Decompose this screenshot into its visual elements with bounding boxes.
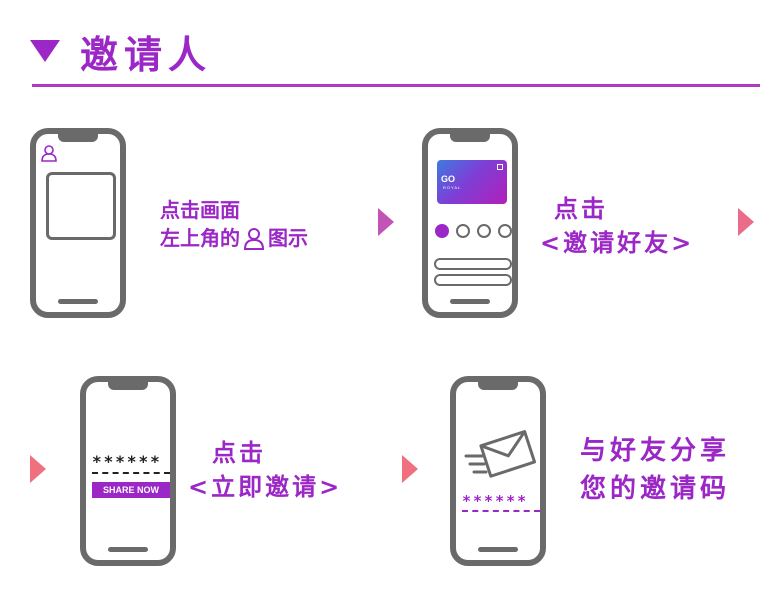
phone-home-bar [478,547,518,552]
code-stars: ****** [92,452,162,471]
invite-code-stars: ****** [462,492,529,510]
card-corner-icon [497,164,503,170]
menu-bar [434,274,512,286]
step-2-line-2: <邀请好友> [540,229,695,257]
phone-home-bar [450,299,490,304]
page-title: 邀请人 [80,33,213,77]
step-1-line-2b: 图示 [268,226,308,250]
step-1-text: 点击画面 左上角的 图示 [160,196,308,252]
carousel-dot [435,224,449,238]
membership-card: GO ROYAL [437,160,507,204]
phone-step-3: ****** SHARE NOW [80,376,176,566]
phone-notch [450,132,490,142]
phone-notch [108,380,148,390]
step-4-line-2: 您的邀请码 [580,474,731,504]
phone-step-1 [30,128,126,318]
step-2-line-1: 点击 [554,195,608,223]
phone-home-bar [108,547,148,552]
step-3-text: 点击 <立即邀请> [188,436,342,504]
share-now-button: SHARE NOW [92,482,170,498]
carousel-dot [498,224,512,238]
person-icon [41,145,57,162]
code-underline [462,510,540,514]
step-3-line-2: <立即邀请> [188,473,343,501]
page-header: 邀请人 [0,0,780,100]
step-1-line-1: 点击画面 [160,198,240,222]
arrow-3-icon [30,455,46,483]
arrow-1-icon [378,208,394,236]
arrow-4-icon [402,455,418,483]
phone-step-2: GO ROYAL [422,128,518,318]
step-1-line-2: 左上角的 图示 [160,224,308,252]
screen-frame [46,172,116,240]
carousel-dot [477,224,491,238]
card-subtext: ROYAL [443,185,462,190]
arrow-2-icon [738,208,754,236]
envelope-icon [464,430,537,478]
phone-step-4: ****** [450,376,546,566]
step-2-text: 点击 <邀请好友> [540,192,694,260]
person-icon [243,228,265,250]
phone-notch [478,380,518,390]
card-logo: GO [441,174,456,184]
title-arrow-icon [30,40,60,62]
step-4-line-1: 与好友分享 [580,436,731,466]
carousel-dot [456,224,470,238]
step-3-line-1: 点击 [212,439,266,467]
phone-notch [58,132,98,142]
step-1-line-2a: 左上角的 [160,226,240,250]
code-underline [92,472,170,476]
menu-bar [434,258,512,270]
title-divider [32,84,760,87]
step-4-text: 与好友分享 您的邀请码 [580,432,730,508]
phone-home-bar [58,299,98,304]
